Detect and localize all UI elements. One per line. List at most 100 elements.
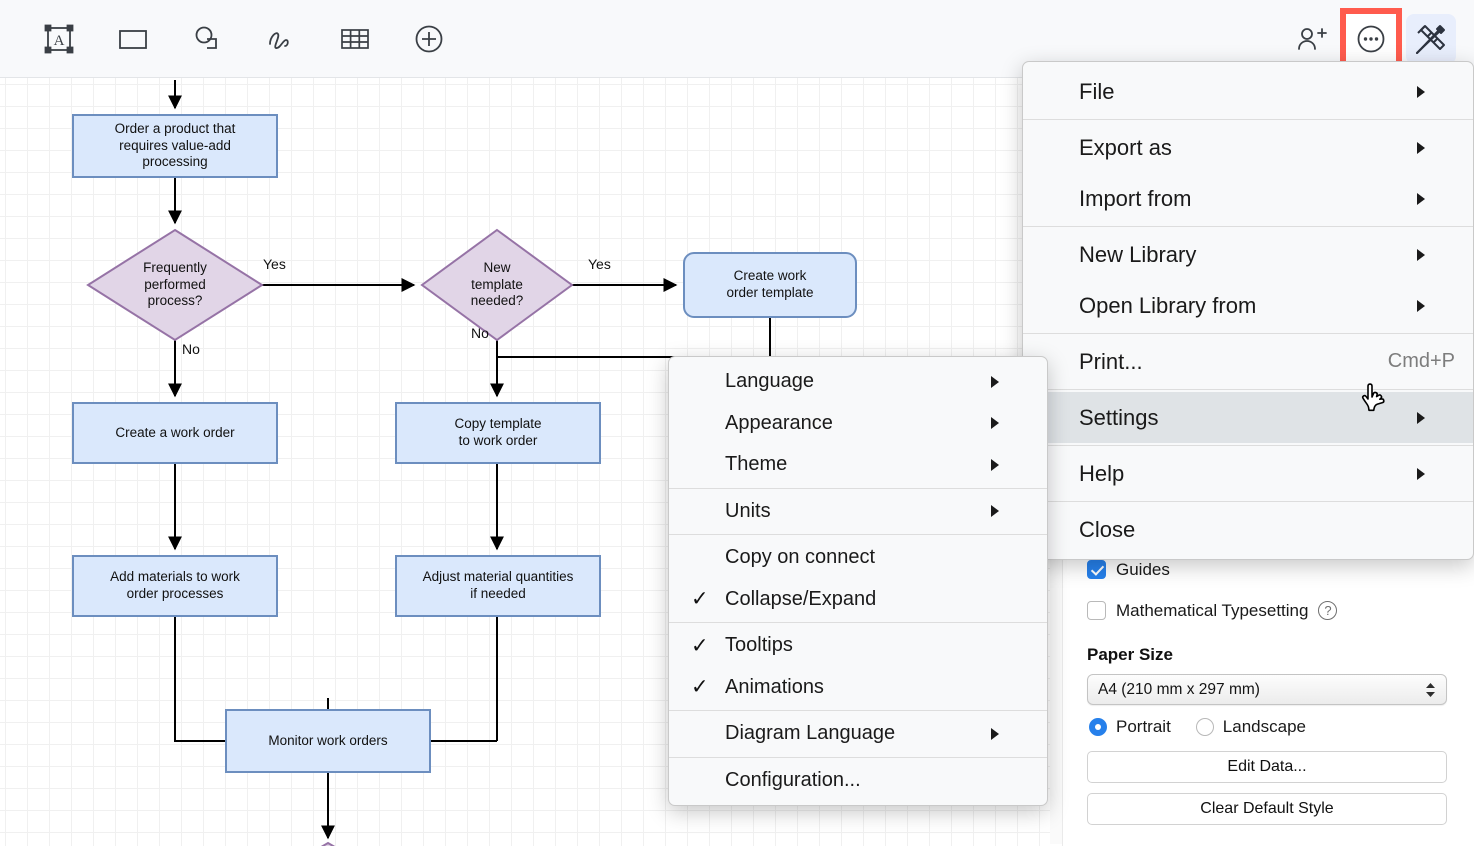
toolbar-right-group bbox=[1286, 8, 1456, 70]
chevron-right-icon bbox=[1417, 141, 1455, 154]
toolbar-left-group: A bbox=[34, 14, 454, 64]
submenu-item-copy-on-connect[interactable]: Copy on connect bbox=[669, 537, 1047, 579]
option-guides[interactable]: Guides bbox=[1087, 549, 1459, 590]
menu-separator bbox=[669, 622, 1047, 623]
menu-item-label: Units bbox=[725, 499, 771, 522]
menu-item-settings[interactable]: Settings bbox=[1023, 392, 1473, 443]
submenu-item-appearance[interactable]: Appearance bbox=[669, 403, 1047, 445]
menu-item-close[interactable]: Close bbox=[1023, 504, 1473, 555]
node-create-work-order[interactable] bbox=[72, 402, 278, 464]
chevron-right-icon bbox=[1417, 248, 1455, 261]
shapes-tool[interactable] bbox=[182, 14, 232, 64]
edge-label-yes-2: Yes bbox=[588, 256, 611, 272]
menu-item-label: Appearance bbox=[725, 411, 833, 434]
more-menu-button[interactable] bbox=[1340, 8, 1402, 70]
share-button[interactable] bbox=[1286, 14, 1336, 64]
checkmark-icon: ✓ bbox=[691, 587, 709, 611]
menu-item-label: Diagram Language bbox=[725, 722, 896, 745]
paper-size-value: A4 (210 mm x 297 mm) bbox=[1098, 680, 1260, 698]
menu-item-label: Configuration... bbox=[725, 768, 861, 791]
freehand-tool[interactable] bbox=[256, 14, 306, 64]
toolbar: A bbox=[0, 0, 1474, 78]
menu-item-label: Help bbox=[1079, 460, 1125, 486]
menu-item-label: Collapse/Expand bbox=[725, 587, 877, 610]
paper-size-heading: Paper Size bbox=[1087, 645, 1173, 664]
node-order-product[interactable] bbox=[72, 114, 278, 178]
submenu-item-configuration[interactable]: Configuration... bbox=[669, 760, 1047, 802]
menu-separator bbox=[1023, 389, 1473, 390]
menu-separator bbox=[669, 756, 1047, 758]
stepper-arrows-icon bbox=[1425, 682, 1436, 698]
submenu-item-tooltips[interactable]: ✓ Tooltips bbox=[669, 625, 1047, 667]
chevron-right-icon bbox=[991, 375, 1029, 388]
paper-size-select[interactable]: A4 (210 mm x 297 mm) bbox=[1087, 674, 1447, 705]
submenu-item-theme[interactable]: Theme bbox=[669, 444, 1047, 486]
menu-separator bbox=[1023, 333, 1473, 334]
edge-label-no-1: No bbox=[182, 341, 200, 357]
option-mathematical-typesetting[interactable]: Mathematical Typesetting ? bbox=[1087, 590, 1459, 631]
chevron-right-icon bbox=[1417, 192, 1455, 205]
menu-item-new-library[interactable]: New Library bbox=[1023, 229, 1473, 280]
submenu-item-collapse-expand[interactable]: ✓ Collapse/Expand bbox=[669, 579, 1047, 621]
clear-default-style-button[interactable]: Clear Default Style bbox=[1087, 793, 1447, 825]
chevron-right-icon bbox=[1417, 299, 1455, 312]
checkmark-icon: ✓ bbox=[691, 675, 709, 699]
chevron-right-icon bbox=[1417, 85, 1455, 98]
landscape-radio[interactable] bbox=[1195, 718, 1214, 736]
chevron-right-icon bbox=[991, 417, 1029, 430]
menu-item-print[interactable]: Print... Cmd+P bbox=[1023, 336, 1473, 387]
node-copy-template[interactable] bbox=[395, 402, 601, 464]
chevron-right-icon bbox=[991, 727, 1029, 740]
guides-checkbox[interactable] bbox=[1087, 560, 1106, 579]
menu-item-label: Theme bbox=[725, 453, 788, 476]
menu-separator bbox=[669, 487, 1047, 489]
help-question-icon[interactable]: ? bbox=[1318, 601, 1338, 620]
submenu-item-animations[interactable]: ✓ Animations bbox=[669, 667, 1047, 709]
menu-item-label: Close bbox=[1079, 516, 1136, 542]
menu-item-label: Language bbox=[725, 370, 814, 393]
edge-label-no-2: No bbox=[471, 325, 489, 341]
submenu-item-language[interactable]: Language bbox=[669, 361, 1047, 403]
mathematical-typesetting-label: Mathematical Typesetting bbox=[1116, 600, 1309, 620]
orientation-radio-group: Portrait Landscape bbox=[1089, 717, 1459, 737]
table-tool[interactable] bbox=[330, 14, 380, 64]
node-new-template[interactable] bbox=[420, 228, 574, 342]
edge-n4-join bbox=[497, 317, 771, 358]
menu-separator bbox=[1023, 501, 1473, 502]
menu-item-import-from[interactable]: Import from bbox=[1023, 173, 1473, 224]
menu-item-label: Import from bbox=[1079, 185, 1192, 211]
rectangle-tool[interactable] bbox=[108, 14, 158, 64]
node-create-template[interactable] bbox=[683, 252, 857, 318]
add-tool[interactable] bbox=[404, 14, 454, 64]
menu-item-label: File bbox=[1079, 78, 1115, 104]
menu-separator bbox=[1023, 119, 1473, 120]
menu-item-label: Animations bbox=[725, 675, 824, 698]
main-dropdown-menu: File Export as Import from New Library O… bbox=[1022, 61, 1474, 560]
menu-item-label: Copy on connect bbox=[725, 546, 876, 569]
portrait-radio[interactable] bbox=[1089, 718, 1107, 736]
menu-item-help[interactable]: Help bbox=[1023, 448, 1473, 499]
menu-separator bbox=[1023, 445, 1473, 446]
portrait-label: Portrait bbox=[1116, 717, 1171, 736]
node-frequently-performed[interactable] bbox=[86, 228, 264, 342]
menu-item-label: New Library bbox=[1079, 241, 1197, 267]
landscape-label: Landscape bbox=[1222, 717, 1306, 736]
text-box-tool[interactable]: A bbox=[34, 14, 84, 64]
menu-item-export-as[interactable]: Export as bbox=[1023, 122, 1473, 173]
submenu-item-units[interactable]: Units bbox=[669, 491, 1047, 533]
node-partial-decision[interactable] bbox=[268, 841, 388, 846]
format-button[interactable] bbox=[1406, 14, 1456, 64]
node-monitor-work-orders[interactable] bbox=[225, 709, 431, 773]
checkmark-icon: ✓ bbox=[691, 634, 709, 658]
menu-item-label: Tooltips bbox=[725, 634, 793, 657]
chevron-right-icon bbox=[1417, 411, 1455, 424]
menu-item-file[interactable]: File bbox=[1023, 66, 1473, 117]
chevron-right-icon bbox=[991, 458, 1029, 471]
edit-data-button[interactable]: Edit Data... bbox=[1087, 751, 1447, 783]
menu-item-open-library-from[interactable]: Open Library from bbox=[1023, 280, 1473, 331]
node-adjust-material[interactable] bbox=[395, 555, 601, 617]
edge-label-yes-1: Yes bbox=[263, 256, 286, 272]
node-add-materials[interactable] bbox=[72, 555, 278, 617]
mathematical-typesetting-checkbox[interactable] bbox=[1087, 601, 1106, 620]
submenu-item-diagram-language[interactable]: Diagram Language bbox=[669, 713, 1047, 755]
